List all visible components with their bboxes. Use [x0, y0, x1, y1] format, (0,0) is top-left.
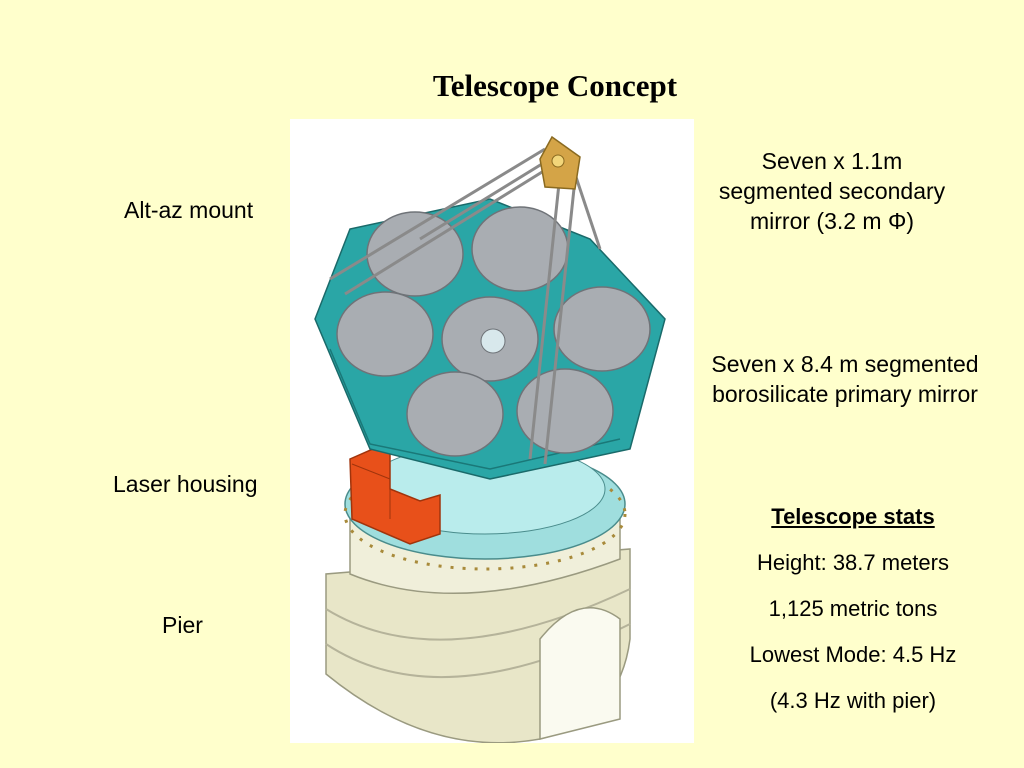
stats-mode: Lowest Mode: 4.5 Hz: [749, 642, 957, 667]
secondary-line-2: segmented secondary: [718, 178, 946, 204]
telescope-stats: Telescope stats Height: 38.7 meters 1,12…: [698, 504, 1008, 734]
stats-heading: Telescope stats: [771, 504, 935, 529]
pier: [325, 509, 631, 743]
telescope-illustration: [290, 119, 694, 743]
secondary-support-truss: [329, 147, 602, 465]
secondary-line-3: mirror (3.2 m Φ): [749, 208, 914, 234]
stats-mode-pier: (4.3 Hz with pier): [769, 688, 937, 713]
stats-height: Height: 38.7 meters: [757, 550, 949, 575]
secondary-line-1: Seven x 1.1m: [761, 148, 903, 174]
primary-mirrors: [336, 206, 651, 457]
pier-label: Pier: [162, 612, 203, 638]
primary-mirror-caption: Seven x 8.4 m segmented borosilicate pri…: [694, 349, 996, 409]
alt-az-mount-label: Alt-az mount: [124, 197, 254, 223]
slide-title: Telescope Concept: [432, 68, 678, 103]
secondary-mirror-assembly: [539, 135, 581, 190]
stats-mass: 1,125 metric tons: [768, 596, 938, 621]
laser-housing-label: Laser housing: [113, 471, 258, 497]
primary-line-1: Seven x 8.4 m segmented: [711, 351, 979, 377]
primary-line-2: borosilicate primary mirror: [712, 381, 978, 407]
secondary-mirror-caption: Seven x 1.1m segmented secondary mirror …: [700, 146, 964, 236]
